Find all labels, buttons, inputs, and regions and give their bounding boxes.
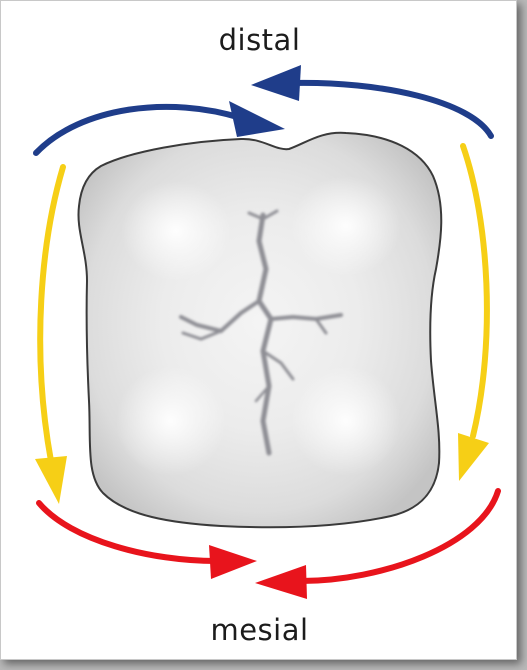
yellow-arrow-right [463, 146, 487, 436]
mesial-label: mesial [1, 613, 518, 647]
yellow-arrow-left [40, 167, 63, 461]
blue-arrow-right [291, 83, 491, 136]
tooth-diagram [1, 1, 518, 661]
tooth-occlusal-icon [78, 133, 441, 527]
blue-arrows [36, 65, 491, 153]
diagram-frame: distal [0, 0, 517, 660]
